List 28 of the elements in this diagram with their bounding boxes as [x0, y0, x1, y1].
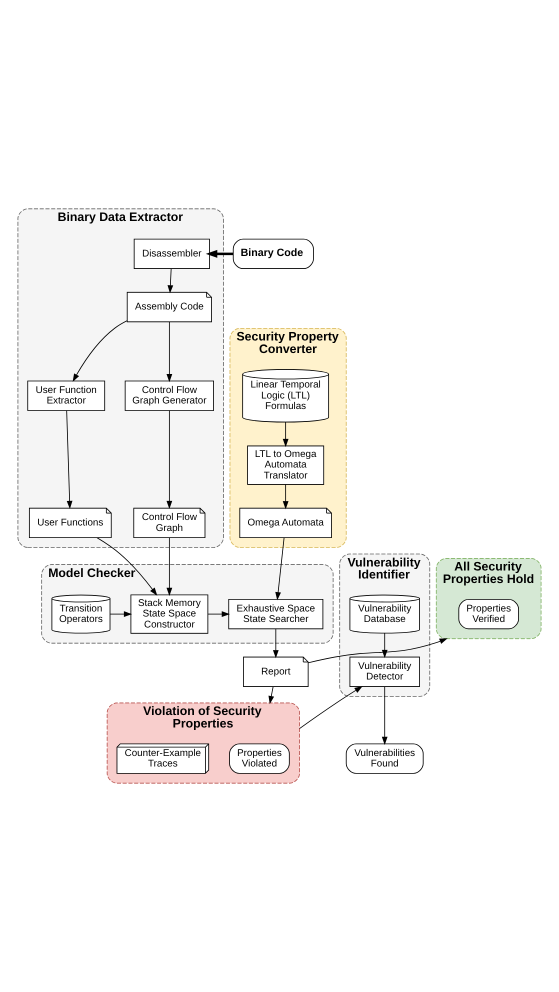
- arrow: [208, 611, 230, 617]
- arrow: [166, 321, 172, 382]
- arrow: [308, 638, 448, 664]
- node-box: Stack Memory State Space Constructor: [130, 594, 208, 634]
- node-box: User Function Extractor: [27, 380, 106, 411]
- arrow: [282, 422, 289, 448]
- arrow: [206, 250, 234, 258]
- node-box: Control Flow Graph Generator: [124, 380, 214, 411]
- arrow: [168, 268, 174, 294]
- arrow: [382, 686, 388, 745]
- arrow: [66, 410, 72, 510]
- arrow: [110, 611, 132, 617]
- node-box: Exhaustive Space State Searcher: [228, 598, 324, 630]
- arrow: [275, 537, 285, 600]
- node-box: Properties Verified: [458, 598, 519, 630]
- node-box: Vulnerability Detector: [350, 656, 420, 687]
- arrow: [72, 320, 128, 382]
- arrow: [282, 484, 289, 510]
- node-box: Properties Violated: [229, 743, 290, 774]
- arrow: [272, 628, 279, 658]
- arrow: [166, 537, 172, 596]
- arrow: [299, 686, 363, 729]
- arrow: [166, 410, 172, 510]
- arrow: [268, 686, 274, 704]
- node-box: Disassembler: [134, 238, 210, 269]
- node-box: Vulnerabilities Found: [346, 743, 424, 774]
- node-box: Binary Code: [232, 238, 314, 269]
- node-box: LTL to Omega Automata Translator: [247, 446, 324, 485]
